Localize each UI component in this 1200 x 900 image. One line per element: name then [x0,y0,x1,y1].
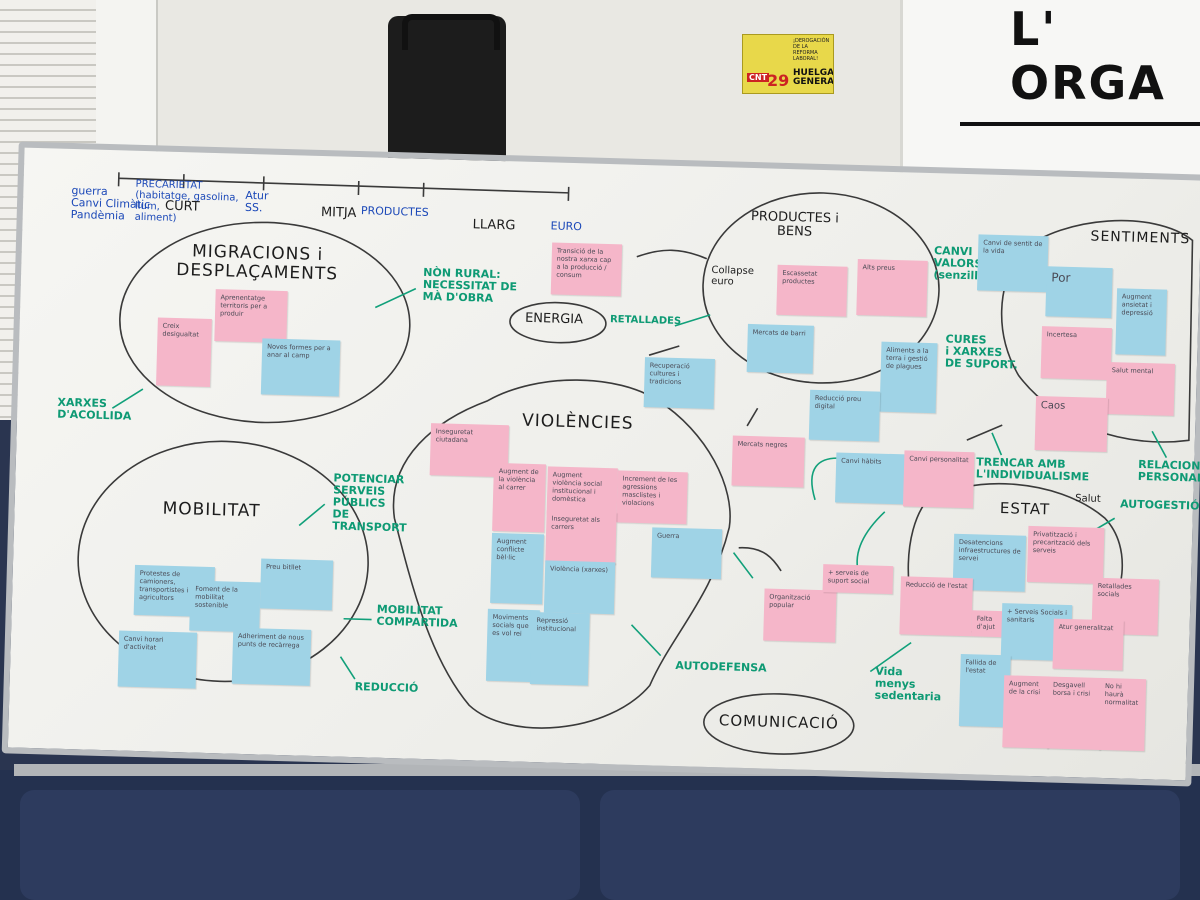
arrow-xarxes [111,388,144,409]
label-trencar-individualisme: TRENCAR AMB L'INDIVIDUALISME [975,455,1090,484]
label-no-rural: NÒN RURAL: NECESSITAT DE MÀ D'OBRA [422,265,518,305]
sticky-note: Incertesa [1040,326,1112,381]
arrow-relacions [1151,430,1168,459]
blue-sofa [0,770,1200,900]
sticky-note: Privatització i precarització dels serve… [1026,525,1105,584]
estat-outline [907,482,1124,634]
cluster-title-estat: ESTAT [999,499,1051,519]
label-vida-sedentaria: Vida menys sedentaria [874,664,942,704]
cluster-title-mobilitat: MOBILITAT [162,498,261,522]
whiteboard: guerra Canvi Climàtic Pandèmia PRECARIET… [1,141,1200,787]
sticky-note: Increment de les agressions masclistes i… [616,470,688,525]
sticker-small-text: ¡DEROGACIÓN DE LA REFORMA LABORAL! [793,38,830,62]
label-cures-xarxes: CURES i XARXES DE SUPORT. [944,332,1018,372]
arrow-mobilitat-compartida [343,617,372,621]
label-autodefensa: AUTODEFENSA [675,659,767,675]
sticky-note: Organització popular [763,588,837,643]
cluster-title-productes: PRODUCTES i BENS [750,208,840,240]
wall-banner [900,0,1200,190]
label-reduccio: REDUCCIÓ [354,680,419,695]
sticky-note: Caos [1034,396,1109,452]
sticky-note: Aprenentatge territoris per a produir [214,289,288,344]
timeline-label-llarg: LLARG [472,217,516,234]
sticky-note: Mercats de barri [746,323,814,374]
sticky-note: Augment de la crisi [1002,675,1051,749]
sticky-note: Salut mental [1105,361,1176,416]
sticky-note: Atur generalitzat [1052,618,1124,671]
timeline-label-productes: PRODUCTES [360,204,429,219]
timeline-note-atur: Atur SS. [244,188,269,215]
banner-line [960,122,1200,126]
label-potenciar-serveis: POTENCIAR SERVEIS PÚBLICS DE TRANSPORT [331,471,407,535]
sentiments-outline [1000,219,1194,443]
arrow-trencar [991,432,1003,456]
sticky-note: Preu bitllet [259,558,334,611]
cluster-title-sentiments: SENTIMENTS [1090,228,1191,248]
productes-outline [702,192,940,384]
sticky-note: Creix desigualtat [156,317,212,387]
arrow-retallades [674,314,711,327]
sticky-note: Augment ansietat i depressió [1115,288,1168,356]
sticky-note: Reducció preu digital [808,389,881,442]
sticky-note: Foment de la mobilitat sostenible [189,580,261,633]
label-mobilitat-compartida: MOBILITAT COMPARTIDA [376,602,458,631]
sticky-note: Desgavell borsa i crisi [1046,676,1103,750]
sticky-note: Canvi personalitat [902,450,975,509]
arrow-no-rural [374,287,417,309]
sticky-note: Repressió institucional [529,612,590,686]
label-canvi-valors: CANVI VALORS (senzill) [933,244,984,283]
sticky-note: Adheriment de nous punts de recàrrega [231,627,312,686]
timeline-label-curt: CURT [164,198,200,215]
cluster-title-energia: ENERGIA [524,310,584,328]
cluster-title-comunicacio: COMUNICACIÓ [718,711,840,733]
mobilitat-outline [77,440,369,683]
label-retallades: RETALLADES [609,314,682,328]
portable-speaker [388,14,506,168]
sticky-note: Reducció de l'estat [899,576,973,637]
sticky-note: No hi haurà normalitat [1098,677,1147,752]
label-collapse-euro: Collapse euro [710,264,755,288]
label-autogestio: AUTOGESTIÓ [1119,497,1200,513]
sticky-note: Guerra [650,527,723,580]
sticky-note: Canvi horari d'activitat [117,630,198,689]
timeline-label-mitja: MITJA [320,204,357,221]
sticker-number: 29 [767,71,790,90]
label-salut: Salut [1075,493,1101,505]
sticky-note: Noves formes per a anar al camp [260,338,341,397]
sticker-slogan: HUELGA GENERAL [793,68,834,87]
arrow-potenciar [298,503,326,527]
sticky-note: Augment conflicte bèl·lic [490,532,545,605]
timeline-line [118,177,569,194]
sticky-note: Recuperació cultures i tradicions [643,357,715,410]
arrow-reduccio [339,656,356,680]
timeline-label-euro: EURO [550,219,583,234]
sticky-note: Canvi de sentit de la vida [976,234,1049,293]
sticky-note: + serveis de suport social [822,564,894,595]
label-relacions-personals: RELACIONS PERSONALS [1137,457,1200,486]
sticker-badge: CNT [747,73,770,82]
banner-text: L' ORGA [1010,2,1166,110]
strike-sticker: ¡DEROGACIÓN DE LA REFORMA LABORAL! CNT 2… [742,34,834,94]
sticky-note: Augment de la violència al carrer [492,462,546,533]
arrow-autodefensa [630,624,662,657]
migracions-outline [119,221,411,424]
sticky-note: Inseguretat als carrers [545,510,617,565]
sticky-note: Transició de la nostra xarxa cap a la pr… [550,242,623,297]
cluster-title-violencies: VIOLÈNCIES [521,410,634,434]
sticky-note: Aliments a la terra i gestió de plagues [879,341,938,414]
sticky-note: Escassetat productes [776,264,848,317]
energia-outline [509,301,607,344]
sticky-note: Alts preus [856,258,928,317]
sticky-note: Canvi hàbits [835,452,907,505]
comunicacio-outline [703,693,855,755]
sticky-note: Por [1045,266,1113,319]
sticky-note: Mercats negres [731,435,805,488]
cluster-title-migracions: MIGRACIONS i DESPLAÇAMENTS [175,241,339,285]
label-xarxes-acollida: XARXES D'ACOLLIDA [56,395,132,423]
sticky-note: Violència (xarxes) [543,560,616,615]
